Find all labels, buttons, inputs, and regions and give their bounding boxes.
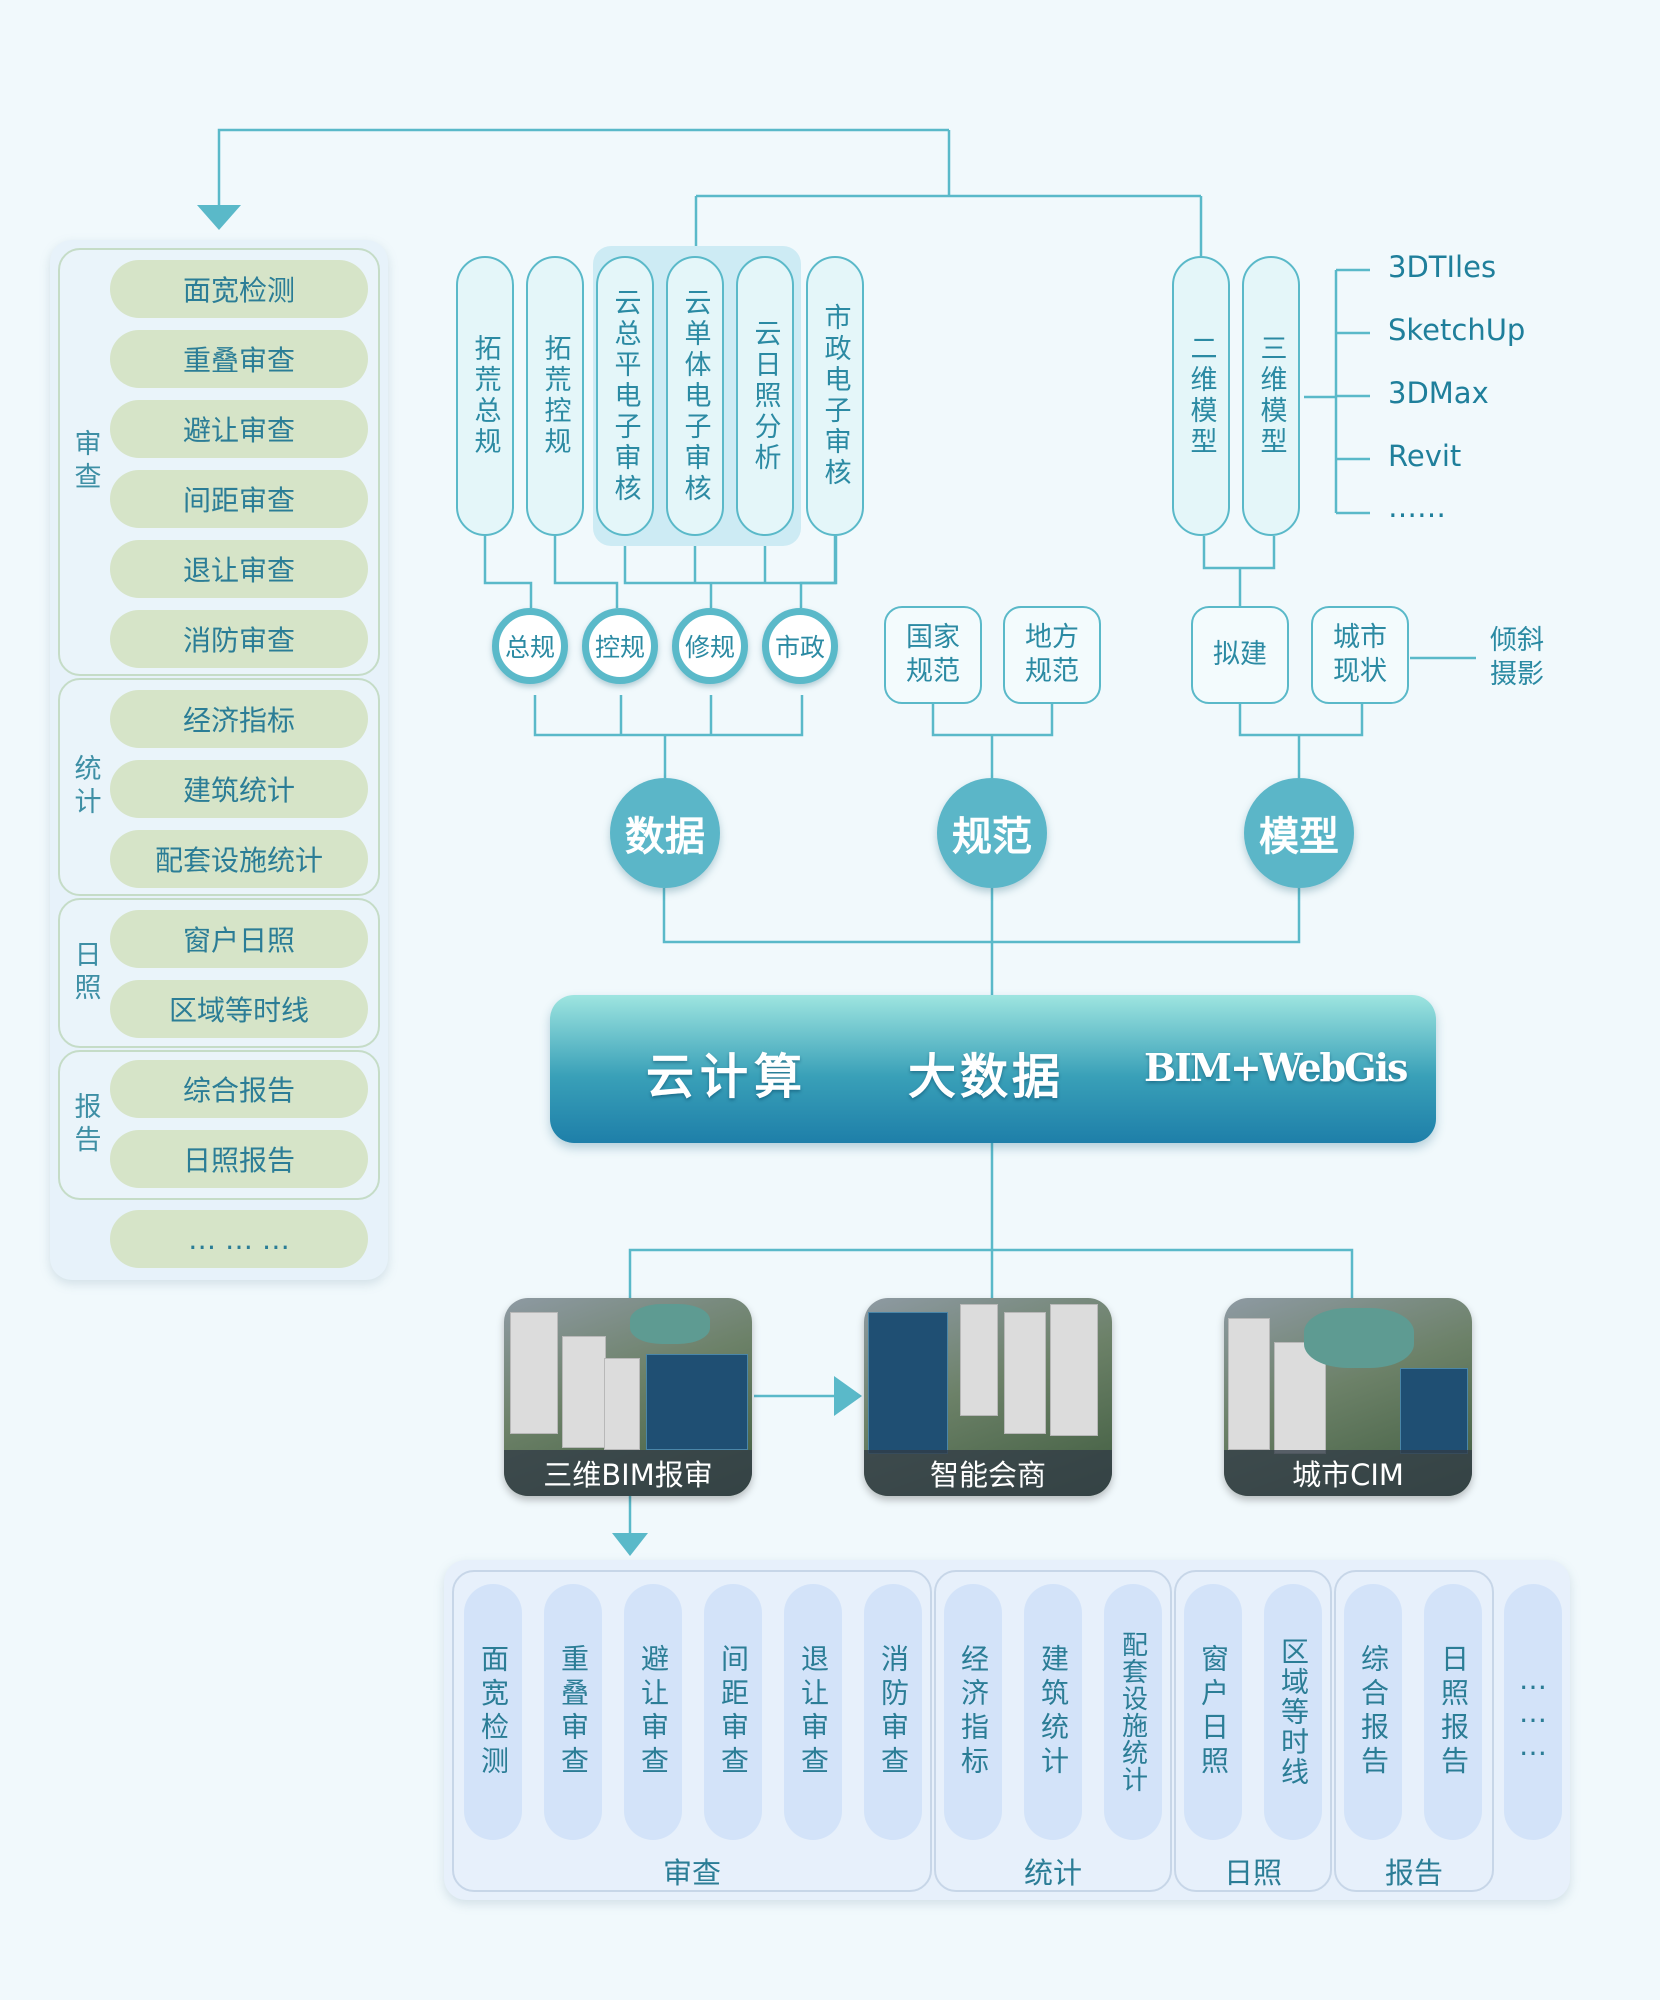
- tech-banner: 云计算 大数据 BIM+WebGis: [550, 995, 1436, 1143]
- format-revit: Revit: [1388, 439, 1462, 473]
- screen-caption: 城市CIM: [1224, 1450, 1472, 1496]
- left-item[interactable]: 面宽检测: [110, 260, 368, 318]
- bottom-item[interactable]: 建筑统计: [1024, 1584, 1082, 1840]
- bottom-item[interactable]: 消防审查: [864, 1584, 922, 1840]
- box-city-status[interactable]: 城市 现状: [1311, 606, 1409, 704]
- box-national-norms[interactable]: 国家 规范: [884, 606, 982, 704]
- bottom-group-report: [1334, 1570, 1494, 1892]
- banner-big-data: 大数据: [908, 1049, 1065, 1105]
- bottom-group-review: [452, 1570, 932, 1892]
- left-group-label-review: 审查: [69, 429, 101, 495]
- circle-municipal[interactable]: 市政: [762, 608, 838, 684]
- left-item[interactable]: 经济指标: [110, 690, 368, 748]
- circle-detailed-plan[interactable]: 修规: [672, 608, 748, 684]
- screen-smart-consultation[interactable]: 智能会商: [864, 1298, 1112, 1496]
- screen-3d-bim-review[interactable]: 三维BIM报审: [504, 1298, 752, 1496]
- bottom-group-sunlight: [1174, 1570, 1332, 1892]
- circle-norms[interactable]: 规范: [937, 778, 1047, 888]
- format-3dtiles: 3DTIles: [1388, 250, 1497, 284]
- left-item[interactable]: 退让审查: [110, 540, 368, 598]
- capsule-wild-regulatory-plan[interactable]: 拓荒控规: [526, 256, 584, 536]
- format-3dmax: 3DMax: [1388, 376, 1489, 410]
- capsule-2d-model[interactable]: 二维模型: [1172, 256, 1230, 536]
- left-item[interactable]: 建筑统计: [110, 760, 368, 818]
- bottom-group-label-review: 审查: [662, 1856, 721, 1890]
- box-proposed[interactable]: 拟建: [1191, 606, 1289, 704]
- bottom-item[interactable]: 间距审查: [704, 1584, 762, 1840]
- bottom-item[interactable]: 区域等时线: [1264, 1584, 1322, 1840]
- bottom-item[interactable]: 重叠审查: [544, 1584, 602, 1840]
- left-item[interactable]: 综合报告: [110, 1060, 368, 1118]
- left-more-item[interactable]: … … …: [110, 1210, 368, 1268]
- format-sketchup: SketchUp: [1388, 313, 1526, 347]
- bottom-group-stats: [934, 1570, 1172, 1892]
- circle-models[interactable]: 模型: [1244, 778, 1354, 888]
- box-local-norms[interactable]: 地方 规范: [1003, 606, 1101, 704]
- capsule-cloud-site-review[interactable]: 云总平电子审核: [596, 256, 654, 536]
- screen-caption: 智能会商: [864, 1450, 1112, 1496]
- banner-cloud-computing: 云计算: [646, 1049, 809, 1105]
- bottom-item[interactable]: 避让审查: [624, 1584, 682, 1840]
- screen-city-cim[interactable]: 城市CIM: [1224, 1298, 1472, 1496]
- capsule-cloud-sunlight[interactable]: 云日照分析: [736, 256, 794, 536]
- left-item[interactable]: 消防审查: [110, 610, 368, 668]
- left-group-review: [58, 248, 380, 676]
- bottom-item[interactable]: 配套设施统计: [1104, 1584, 1162, 1840]
- bottom-item[interactable]: 经济指标: [944, 1584, 1002, 1840]
- bottom-item[interactable]: 综合报告: [1344, 1584, 1402, 1840]
- left-item[interactable]: 区域等时线: [110, 980, 368, 1038]
- bottom-item[interactable]: 面宽检测: [464, 1584, 522, 1840]
- left-item[interactable]: 日照报告: [110, 1130, 368, 1188]
- oblique-photography-label: 倾斜 摄影: [1490, 625, 1544, 690]
- bottom-group-label-sunlight: 日照: [1223, 1856, 1282, 1890]
- bottom-item[interactable]: 退让审查: [784, 1584, 842, 1840]
- capsule-municipal-review[interactable]: 市政电子审核: [806, 256, 864, 536]
- banner-bim-webgis: BIM+WebGis: [1144, 1045, 1408, 1090]
- left-group-label-report: 报告: [69, 1092, 101, 1158]
- circle-master-plan[interactable]: 总规: [492, 608, 568, 684]
- bottom-group-label-stats: 统计: [1023, 1856, 1082, 1890]
- left-item[interactable]: 窗户日照: [110, 910, 368, 968]
- circle-regulatory-plan[interactable]: 控规: [582, 608, 658, 684]
- bottom-item[interactable]: 窗户日照: [1184, 1584, 1242, 1840]
- left-item[interactable]: 间距审查: [110, 470, 368, 528]
- left-item[interactable]: 避让审查: [110, 400, 368, 458]
- left-item[interactable]: 配套设施统计: [110, 830, 368, 888]
- left-group-label-stats: 统计: [69, 754, 101, 820]
- capsule-cloud-building-review[interactable]: 云单体电子审核: [666, 256, 724, 536]
- format-more: ……: [1388, 490, 1446, 524]
- capsule-wild-master-plan[interactable]: 拓荒总规: [456, 256, 514, 536]
- screen-caption: 三维BIM报审: [504, 1450, 752, 1496]
- left-item[interactable]: 重叠审查: [110, 330, 368, 388]
- left-group-label-sunlight: 日照: [69, 940, 101, 1006]
- bottom-group-label-report: 报告: [1384, 1856, 1443, 1890]
- bottom-item[interactable]: 日照报告: [1424, 1584, 1482, 1840]
- circle-data[interactable]: 数据: [610, 778, 720, 888]
- capsule-3d-model[interactable]: 三维模型: [1242, 256, 1300, 536]
- bottom-more-item[interactable]: ………: [1504, 1584, 1562, 1840]
